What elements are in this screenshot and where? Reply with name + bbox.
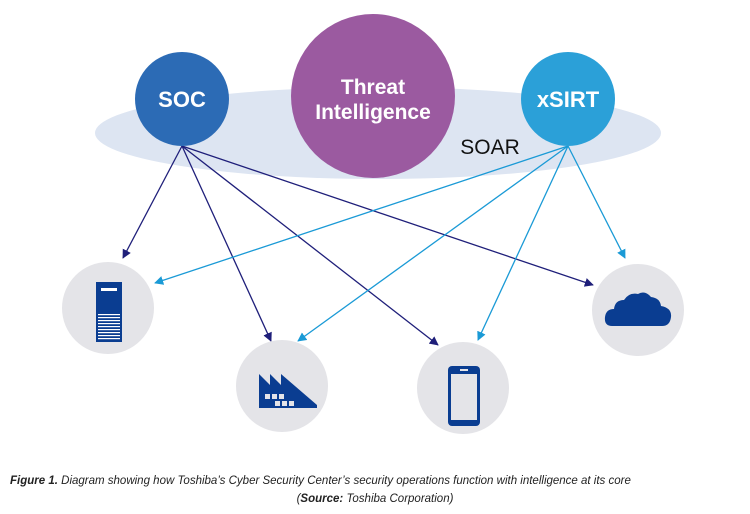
edge-soc-to-cloud xyxy=(181,145,594,287)
edge-soc-to-server xyxy=(122,145,183,259)
edge-xsirt-to-cloud xyxy=(567,145,626,259)
threat-intelligence-label-line1: Threat xyxy=(341,76,405,99)
cloud-target xyxy=(592,264,684,356)
figure-caption: Figure 1. Diagram showing how Toshiba’s … xyxy=(0,472,750,508)
server-icon xyxy=(96,282,122,342)
xsirt-label: xSIRT xyxy=(537,87,600,112)
threat-intelligence-node xyxy=(291,14,455,178)
xsirt-node xyxy=(521,52,615,146)
soc-label: SOC xyxy=(158,87,206,112)
factory-icon xyxy=(259,374,317,408)
edge-soc-to-factory xyxy=(181,145,272,342)
source-label: Source: xyxy=(300,493,344,505)
figure-label: Figure 1. xyxy=(10,475,58,487)
caption-line2: (Source: Toshiba Corporation) xyxy=(0,490,750,508)
caption-line1: Figure 1. Diagram showing how Toshiba’s … xyxy=(0,472,750,490)
source-open: ( xyxy=(296,493,301,505)
factory-target xyxy=(236,340,328,432)
soar-label: SOAR xyxy=(460,136,520,159)
smartphone-icon xyxy=(448,366,480,426)
edge-xsirt-to-factory xyxy=(297,145,569,342)
caption-text: Diagram showing how Toshiba’s Cyber Secu… xyxy=(57,475,631,487)
edges-layer xyxy=(122,145,626,346)
server-target xyxy=(62,262,154,354)
source-text: Toshiba Corporation) xyxy=(343,493,454,505)
threat-intelligence-label-line2: Intelligence xyxy=(315,101,431,124)
edge-xsirt-to-smartphone xyxy=(477,145,569,341)
edge-soc-to-smartphone xyxy=(181,145,439,346)
cloud-icon xyxy=(604,292,672,326)
smartphone-target xyxy=(417,342,509,434)
diagram-canvas: Threat Intelligence SOC xSIRT SOAR xyxy=(62,14,684,434)
edge-xsirt-to-server xyxy=(154,145,569,285)
soc-node xyxy=(135,52,229,146)
